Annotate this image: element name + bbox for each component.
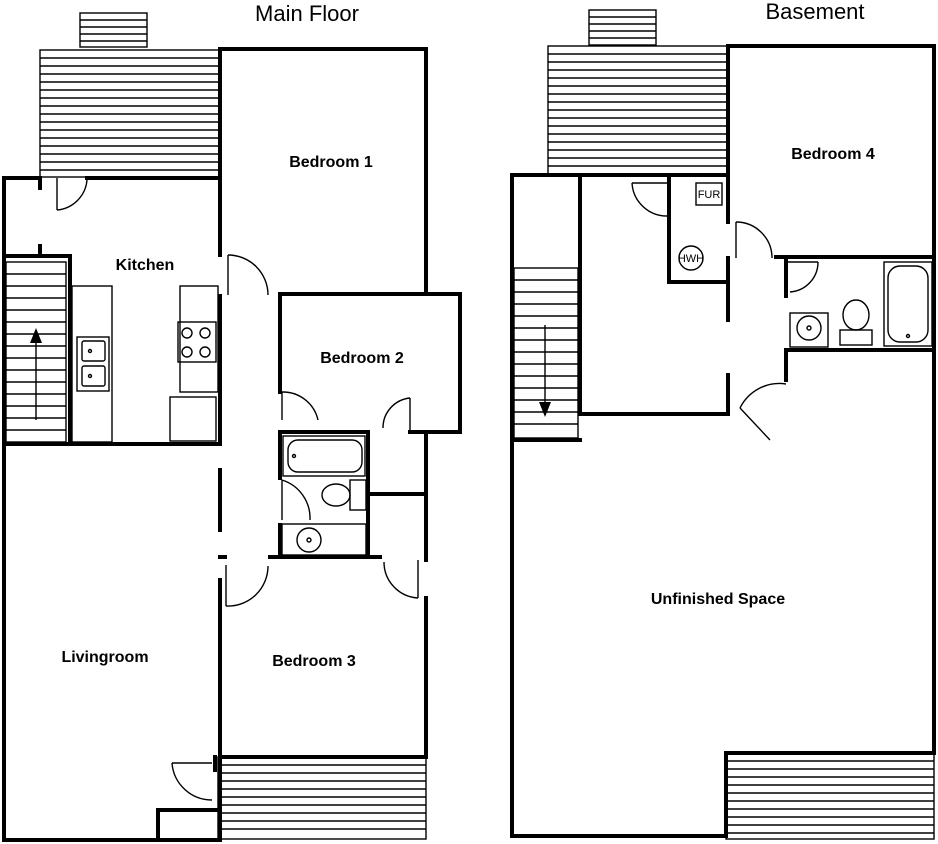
room-label-bedroom-3: Bedroom 3	[272, 653, 356, 670]
kitchen-sink-icon	[76, 336, 110, 392]
main-floor-title: Main Floor	[255, 1, 359, 26]
basement-doors	[631, 182, 819, 441]
basement-toilet-icon	[839, 299, 873, 346]
basement-top-deck	[547, 45, 729, 175]
main-walls	[2, 47, 462, 842]
main-bathtub-icon	[282, 435, 366, 477]
room-label-livingroom: Livingroom	[61, 649, 148, 666]
room-label-unfinished-space: Unfinished Space	[651, 591, 785, 608]
stairs-down-arrow-icon	[539, 325, 551, 417]
room-label-bedroom-4: Bedroom 4	[791, 146, 875, 163]
basement-plan: FUR HWH Bedroom 4 Unfinished Space	[510, 9, 936, 840]
furnace-icon: FUR	[695, 182, 723, 206]
room-label-kitchen: Kitchen	[116, 257, 175, 274]
main-toilet-icon	[321, 479, 367, 511]
main-floor-plan: Bedroom 1 Kitchen Bedroom 2 Livingroom B…	[2, 12, 462, 842]
main-vent	[79, 12, 148, 48]
basement-walls	[510, 44, 936, 838]
water-heater-label: HWH	[678, 253, 704, 265]
refrigerator-icon	[169, 396, 217, 442]
basement-sink-icon	[789, 312, 829, 348]
main-top-deck	[39, 49, 221, 178]
main-bath-sink-icon	[281, 523, 367, 556]
water-heater-icon: HWH	[678, 245, 704, 271]
basement-stairs	[513, 267, 579, 439]
basement-bathtub-icon	[883, 261, 933, 347]
basement-title: Basement	[765, 0, 864, 24]
main-doors	[56, 178, 419, 801]
kitchen-counters	[71, 285, 219, 443]
room-label-bedroom-1: Bedroom 1	[289, 154, 373, 171]
stove-icon	[177, 321, 217, 363]
main-bottom-deck	[217, 756, 427, 840]
basement-vent	[588, 9, 657, 46]
furnace-label: FUR	[698, 189, 721, 201]
room-label-bedroom-2: Bedroom 2	[320, 350, 404, 367]
stairs-up-arrow-icon	[30, 328, 42, 420]
basement-bottom-deck	[725, 752, 935, 840]
